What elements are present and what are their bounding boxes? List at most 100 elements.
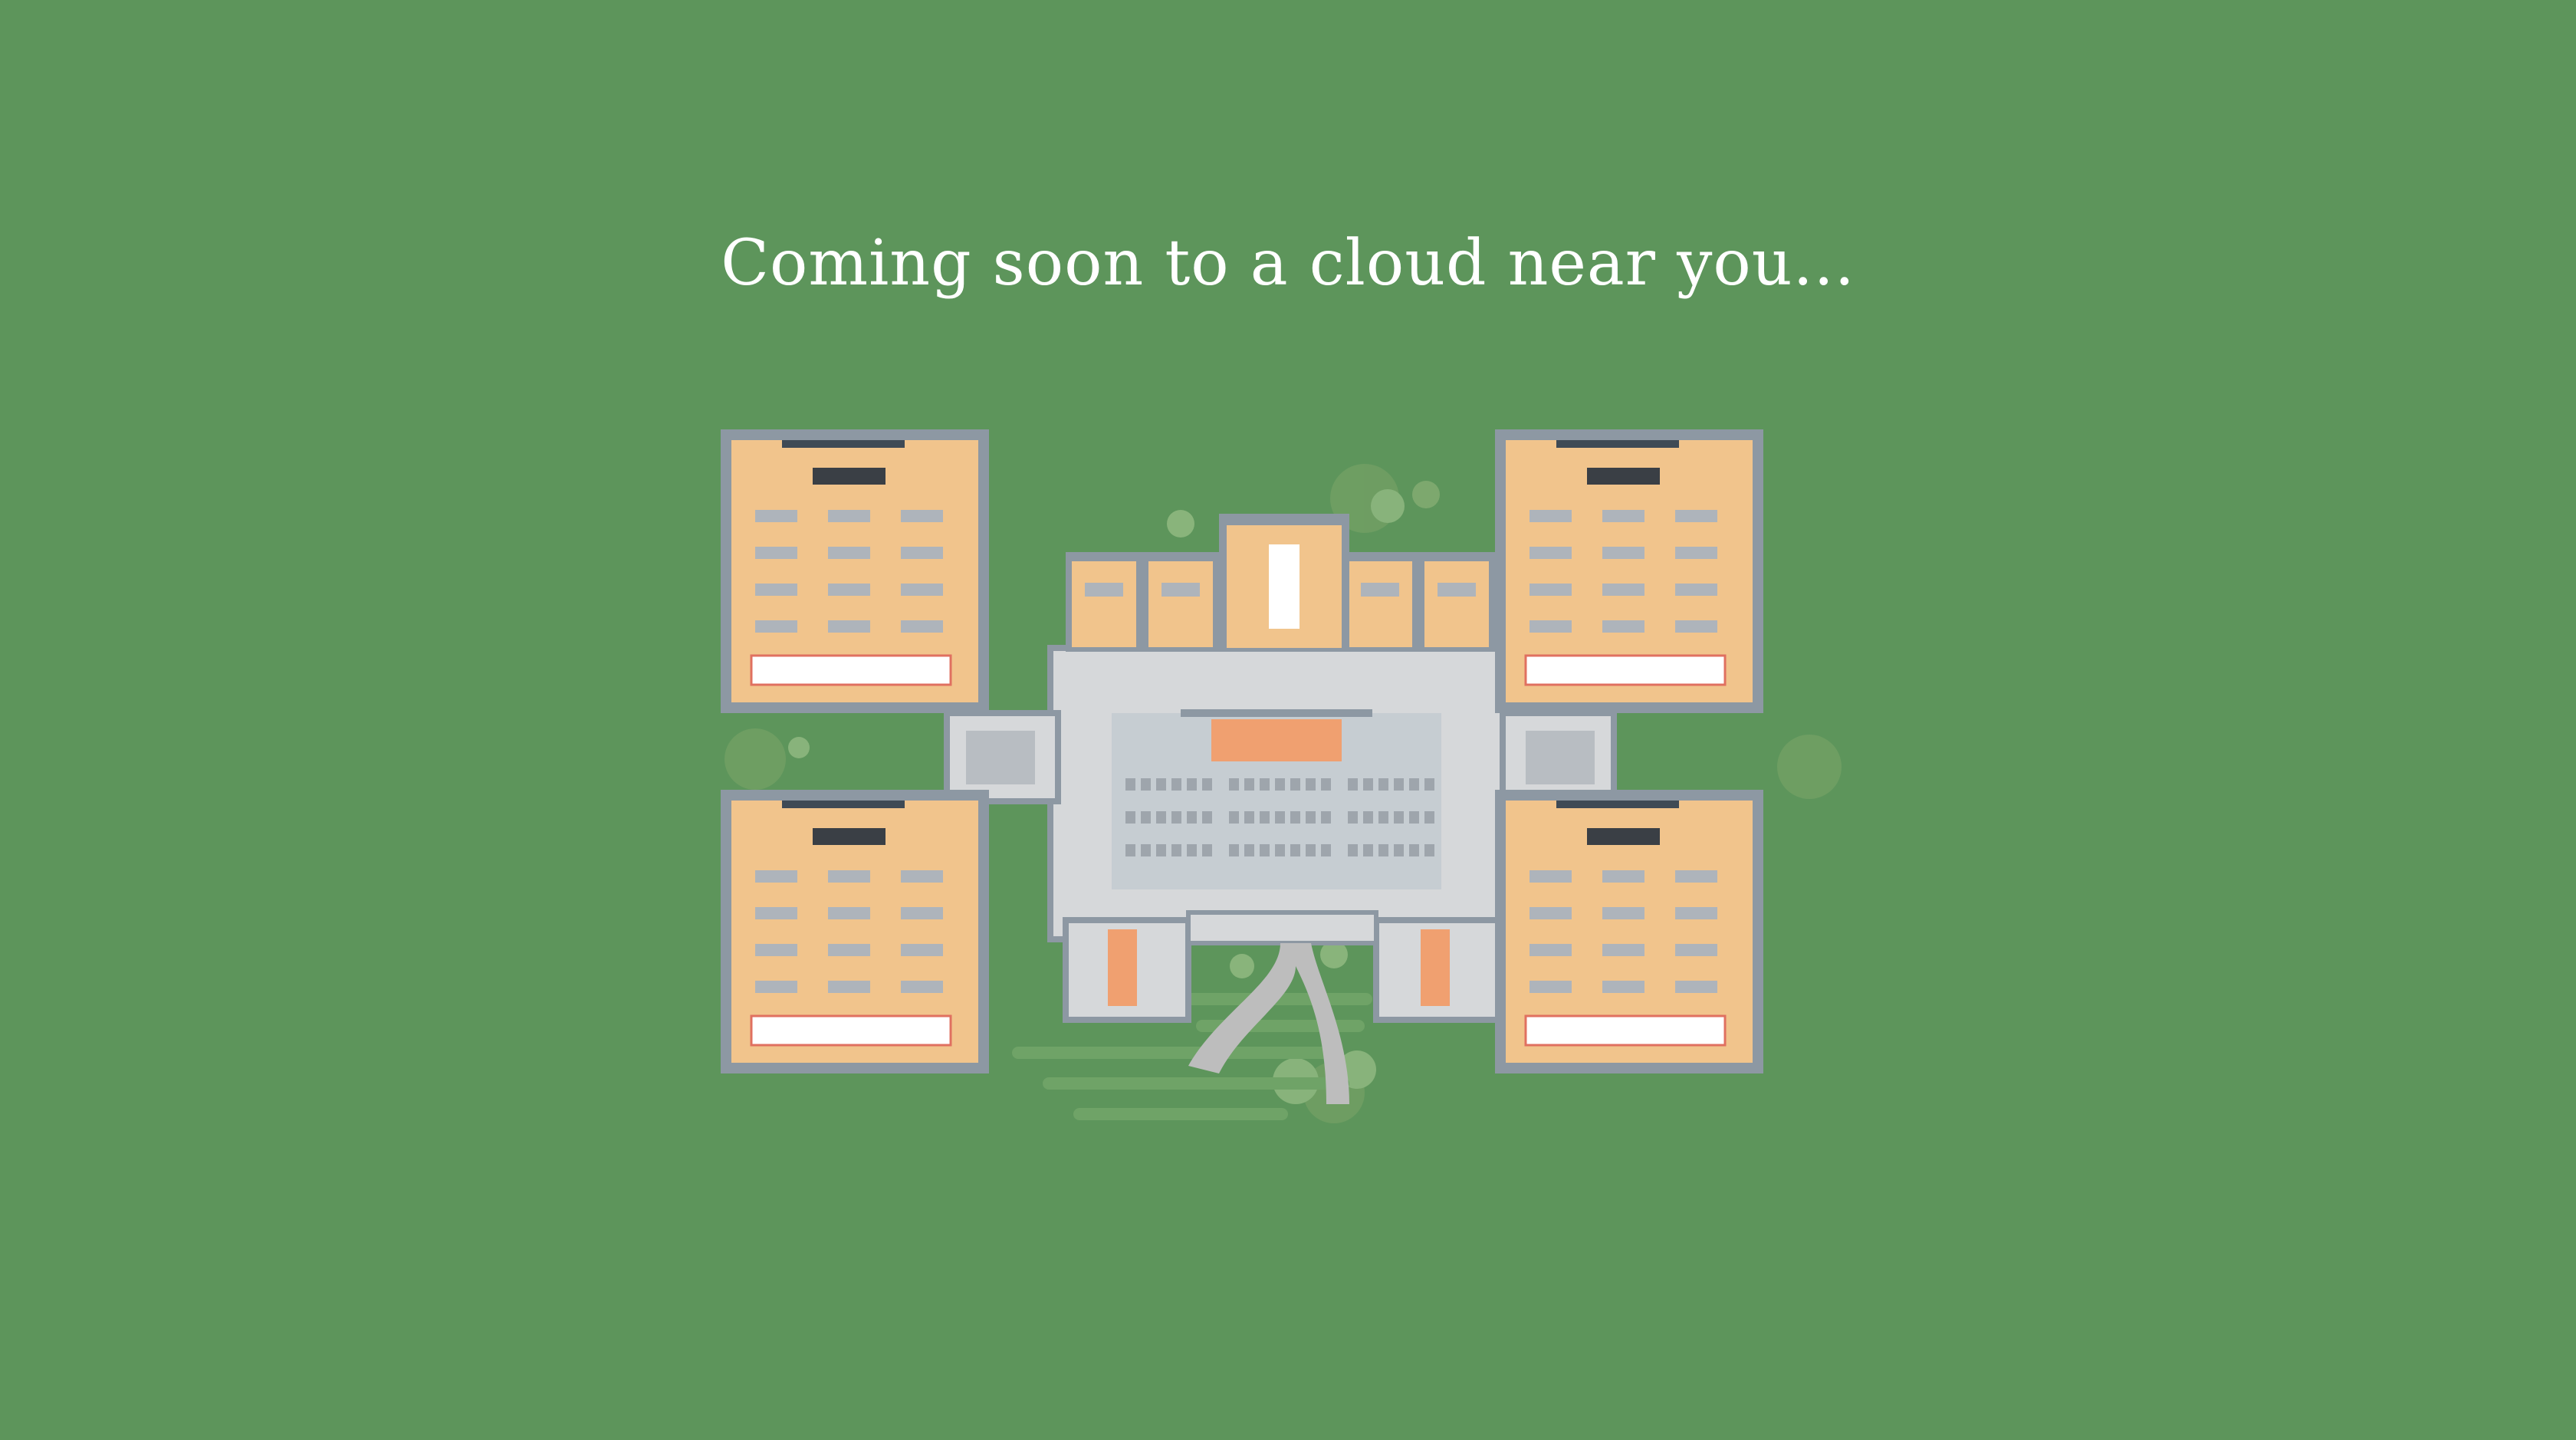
desk (1530, 547, 1572, 559)
desk (828, 944, 870, 956)
page-headline: Coming soon to a cloud near you... (721, 227, 1855, 300)
desk (901, 584, 943, 596)
seat (1171, 844, 1181, 856)
desk (1675, 907, 1717, 919)
desk (1602, 944, 1644, 956)
desk (1675, 510, 1717, 522)
office (1142, 552, 1219, 652)
desk (828, 981, 870, 993)
desk (1675, 547, 1717, 559)
desk (901, 547, 943, 559)
seat (1348, 811, 1358, 824)
seat (1187, 778, 1197, 791)
desk (828, 620, 870, 633)
seat (1306, 811, 1316, 824)
desk (901, 870, 943, 883)
seat (1290, 811, 1300, 824)
seat (1141, 778, 1151, 791)
seat (1244, 844, 1254, 856)
seat (1348, 778, 1358, 791)
desk (1675, 870, 1717, 883)
seat (1229, 778, 1239, 791)
desk (1602, 584, 1644, 596)
desk (755, 510, 797, 522)
desk (755, 870, 797, 883)
classroom (1495, 790, 1763, 1073)
seat (1321, 844, 1331, 856)
seat (1348, 844, 1358, 856)
stage (1211, 719, 1342, 761)
seat (1187, 844, 1197, 856)
seat (1409, 811, 1419, 824)
seat (1260, 811, 1270, 824)
seat (1260, 844, 1270, 856)
desk (1530, 981, 1572, 993)
seat (1321, 811, 1331, 824)
desk (1530, 584, 1572, 596)
desk (755, 620, 797, 633)
entrance (1186, 910, 1378, 945)
seat (1409, 778, 1419, 791)
seat (1394, 778, 1404, 791)
desk (1530, 907, 1572, 919)
seat (1290, 778, 1300, 791)
desk (901, 510, 943, 522)
seat (1125, 844, 1135, 856)
seat (1363, 844, 1373, 856)
desk (755, 907, 797, 919)
seat (1275, 778, 1285, 791)
seat (1141, 844, 1151, 856)
desk (1602, 510, 1644, 522)
seat (1187, 811, 1197, 824)
seat (1156, 778, 1166, 791)
seat (1275, 811, 1285, 824)
desk (1602, 907, 1644, 919)
desk (1675, 620, 1717, 633)
desk (1530, 870, 1572, 883)
desk (1675, 981, 1717, 993)
classroom (721, 790, 989, 1073)
classroom (1495, 429, 1763, 713)
seat (1363, 778, 1373, 791)
seat (1125, 778, 1135, 791)
seat (1275, 844, 1285, 856)
seat (1156, 811, 1166, 824)
seat (1394, 844, 1404, 856)
seat (1171, 778, 1181, 791)
desk (755, 944, 797, 956)
desk (828, 907, 870, 919)
small-offices (1066, 514, 1495, 652)
desk (1675, 944, 1717, 956)
seat (1202, 778, 1212, 791)
seat (1229, 844, 1239, 856)
desk (1530, 620, 1572, 633)
seat (1378, 778, 1388, 791)
seat (1409, 844, 1419, 856)
seat (1424, 844, 1434, 856)
desk (1602, 981, 1644, 993)
desk (1530, 510, 1572, 522)
desk (1602, 547, 1644, 559)
desk (1530, 944, 1572, 956)
meeting-room (1219, 514, 1349, 652)
seat (1394, 811, 1404, 824)
office (1342, 552, 1418, 652)
classrooms (721, 429, 1763, 1073)
seat (1229, 811, 1239, 824)
desk (1675, 584, 1717, 596)
seat (1363, 811, 1373, 824)
seat (1202, 811, 1212, 824)
seat (1290, 844, 1300, 856)
seat (1244, 811, 1254, 824)
desk (1602, 620, 1644, 633)
desk (901, 620, 943, 633)
desk (828, 547, 870, 559)
desk (901, 981, 943, 993)
seat (1156, 844, 1166, 856)
desk (828, 584, 870, 596)
seat (1125, 811, 1135, 824)
desk (828, 870, 870, 883)
desk (901, 907, 943, 919)
seat (1202, 844, 1212, 856)
seat (1141, 811, 1151, 824)
